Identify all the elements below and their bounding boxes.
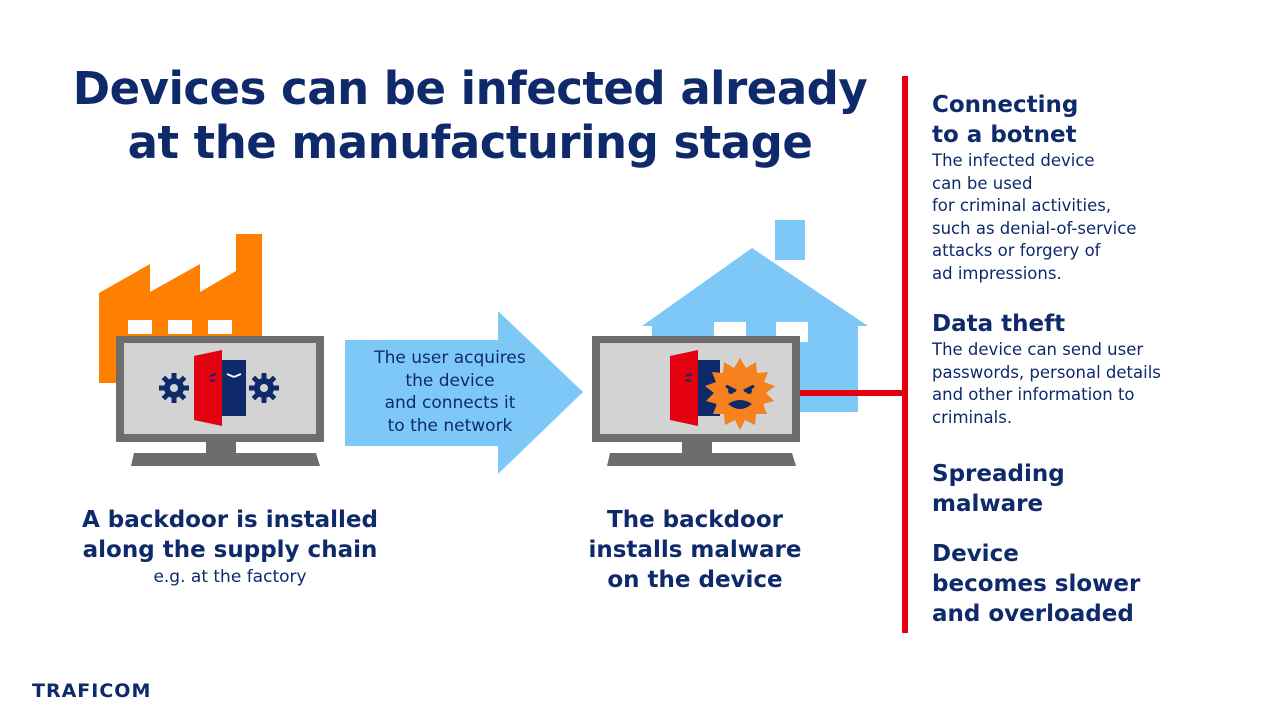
caption-subtext: e.g. at the factory (153, 567, 307, 587)
consequence-spreading-malware: Spreading malware (932, 459, 1065, 519)
arrow-icon (345, 311, 583, 474)
malware-virus-icon (705, 358, 775, 430)
consequence-heading: and overloaded (932, 601, 1134, 627)
arrow-text-line: the device (405, 370, 495, 391)
consequence-heading: becomes slower (932, 571, 1141, 597)
arrow-text-line: to the network (387, 415, 513, 436)
caption-line: A backdoor is installed (81, 507, 378, 533)
consequence-text: for criminal activities, (932, 196, 1112, 215)
gear-icon (159, 373, 189, 403)
traficom-logo: TRAFICOM (32, 680, 152, 702)
arrow-text-line: The user acquires (374, 348, 526, 368)
consequence-text: The device can send user (932, 340, 1144, 359)
arrow-text-line: and connects it (384, 393, 516, 413)
consequence-text: ad impressions. (932, 263, 1062, 283)
consequence-heading: to a botnet (932, 122, 1077, 148)
gear-icon (249, 373, 279, 403)
arrow-text: The user acquires the device and connect… (350, 347, 550, 437)
consequence-heading: malware (932, 491, 1044, 517)
consequence-botnet: Connecting to a botnet The infected devi… (932, 90, 1136, 285)
consequence-device-slower: Device becomes slower and overloaded (932, 539, 1140, 629)
caption-line: installs malware (588, 537, 802, 563)
connector-line (800, 390, 904, 396)
caption-line: along the supply chain (82, 537, 378, 563)
consequence-heading: Data theft (932, 311, 1066, 337)
divider-line (902, 76, 908, 633)
caption-backdoor-installed: A backdoor is installed along the supply… (60, 505, 400, 589)
consequence-text: criminals. (932, 407, 1013, 427)
consequence-data-theft: Data theft The device can send user pass… (932, 309, 1161, 429)
consequence-heading: Device (932, 541, 1019, 567)
page-title: Devices can be infected already at the m… (40, 62, 900, 170)
caption-line: on the device (607, 567, 783, 593)
consequence-heading: Connecting (932, 92, 1079, 118)
consequence-text: can be used (932, 173, 1033, 193)
consequence-text: attacks or forgery of (932, 241, 1101, 260)
door-icon (670, 350, 698, 426)
consequence-heading: Spreading (932, 461, 1065, 487)
consequence-text: The infected device (932, 151, 1095, 170)
consequence-text: passwords, personal details (932, 362, 1161, 382)
consequence-text: such as denial-of-service (932, 218, 1137, 238)
caption-line: The backdoor (607, 507, 783, 533)
title-line-2: at the manufacturing stage (127, 116, 813, 169)
consequence-text: and other information to (932, 385, 1135, 404)
caption-backdoor-installs-malware: The backdoor installs malware on the dev… (560, 505, 830, 595)
title-line-1: Devices can be infected already (72, 62, 868, 115)
door-icon (194, 350, 222, 426)
hacker-icon (222, 360, 246, 416)
